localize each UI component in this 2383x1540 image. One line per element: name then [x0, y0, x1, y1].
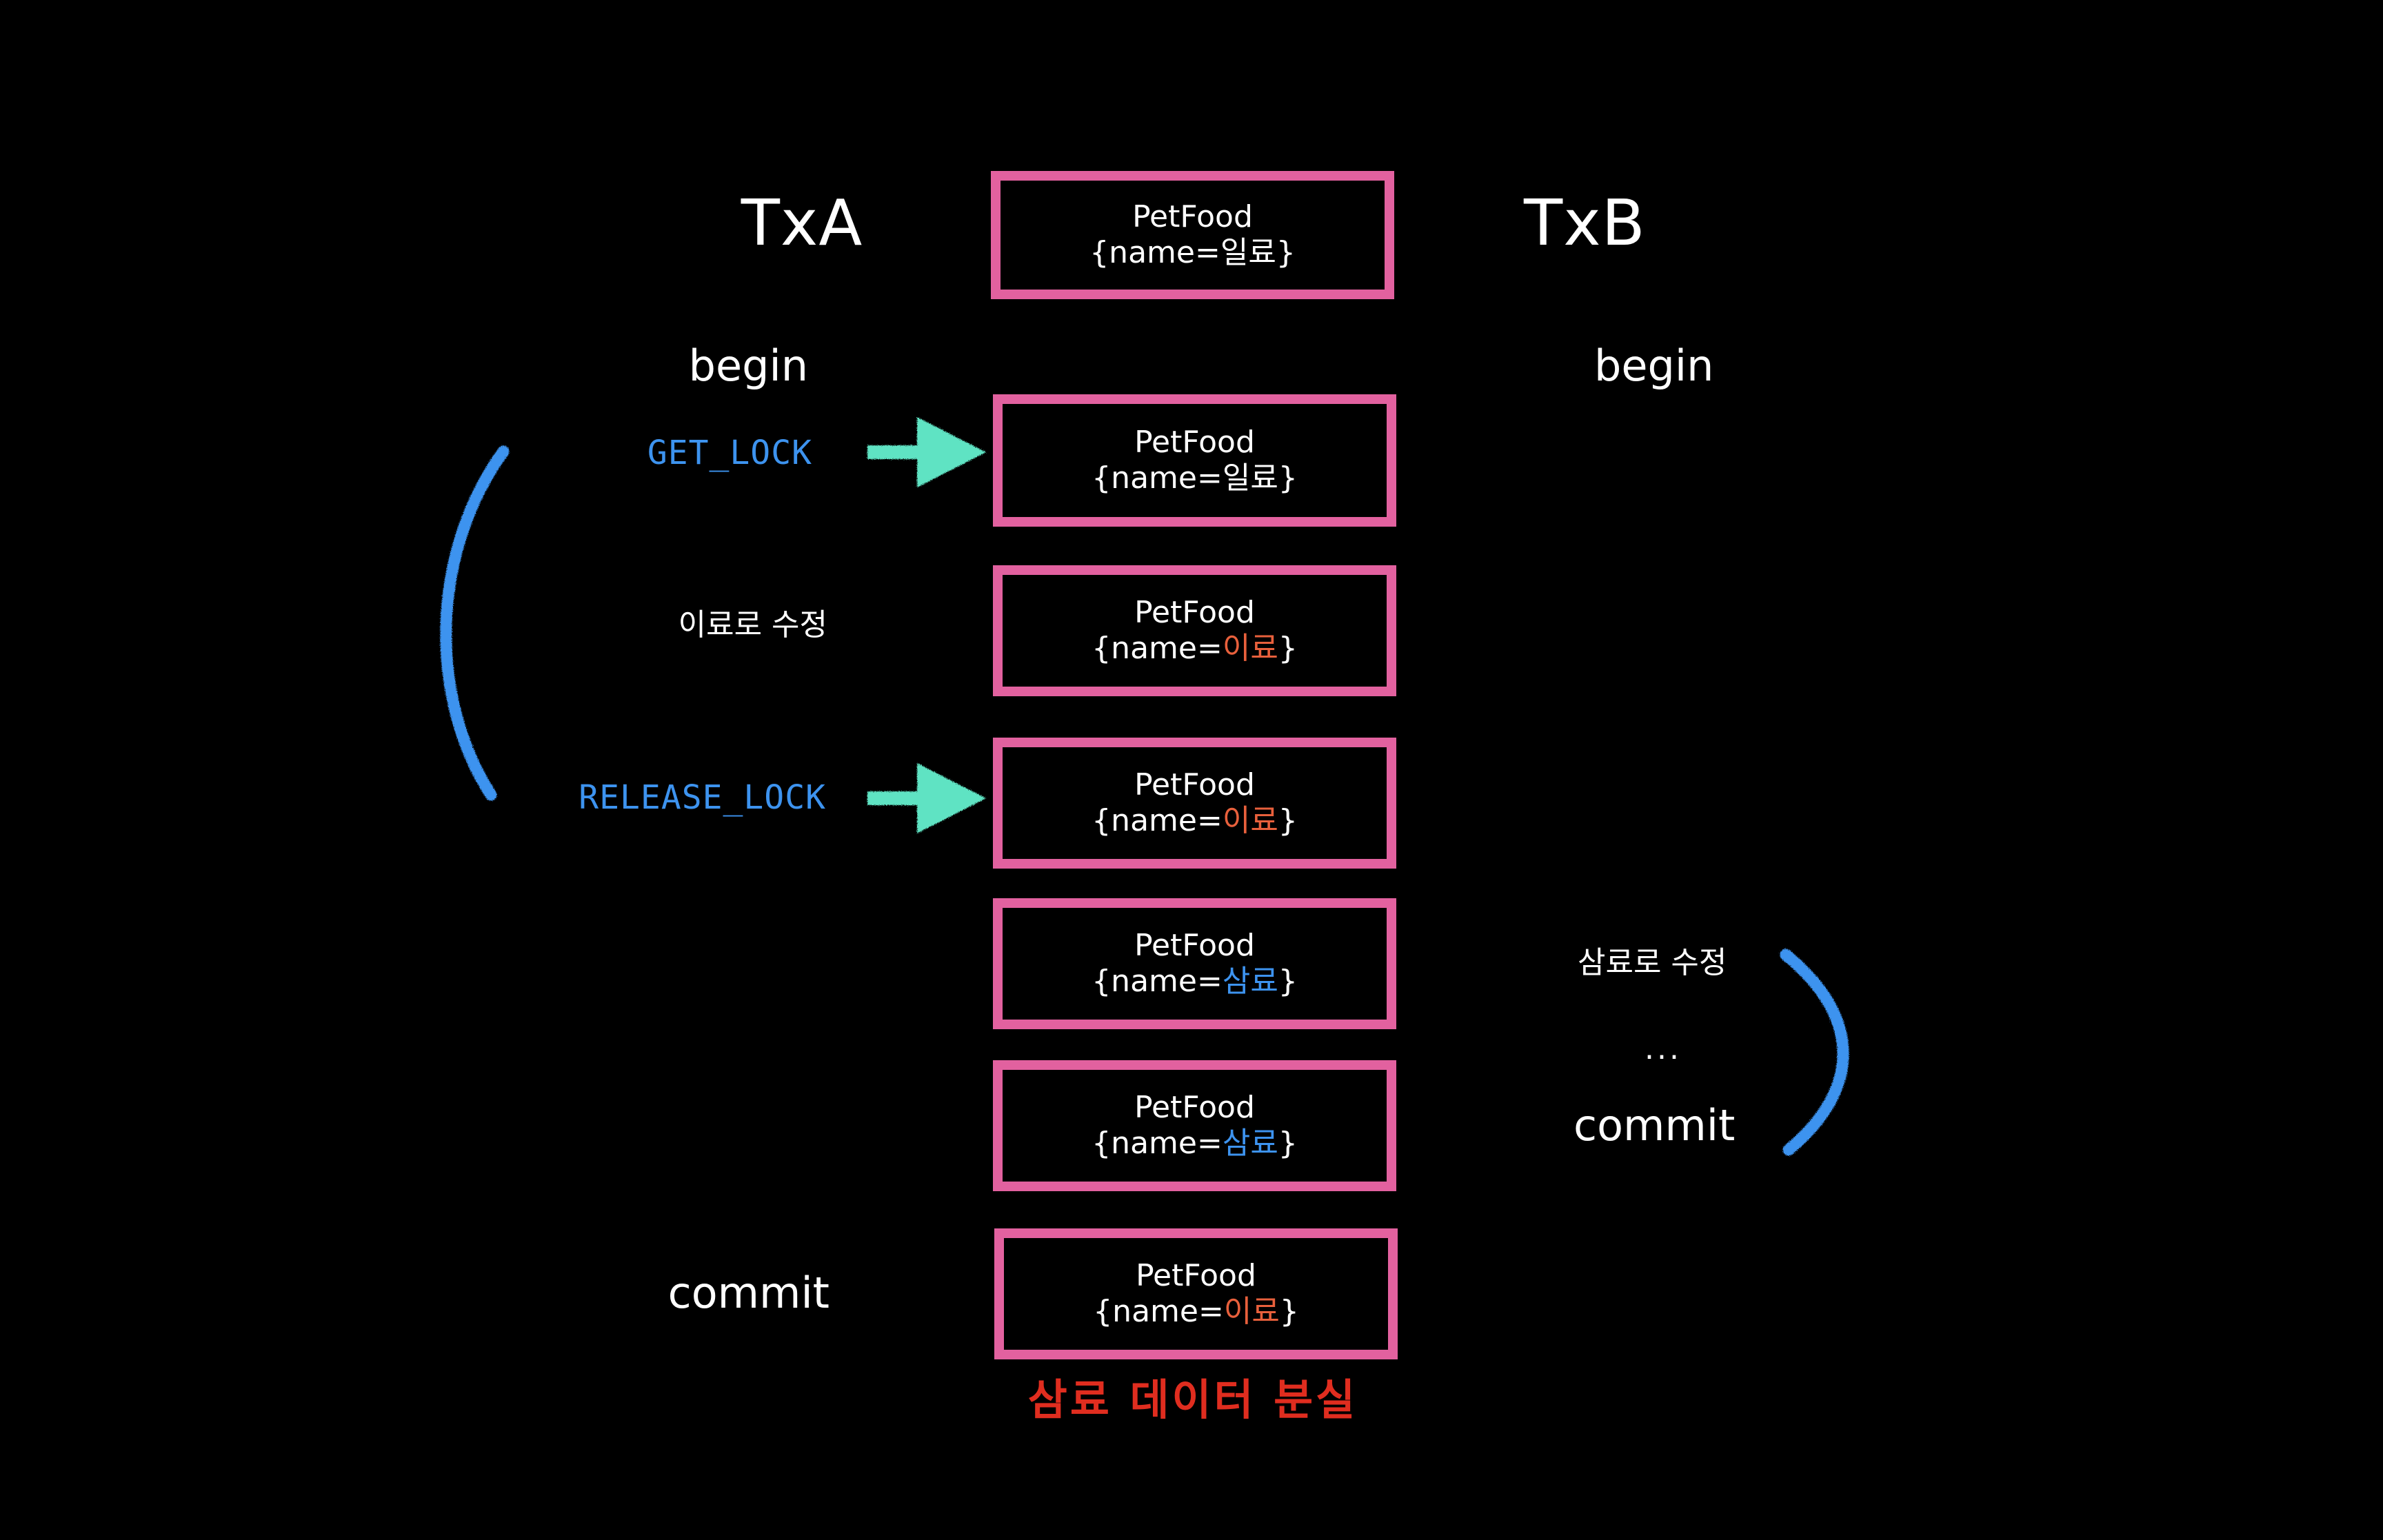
entity-box-1: PetFood {name=일료} — [991, 171, 1394, 299]
entity-box-2: PetFood {name=일료} — [993, 394, 1396, 527]
entity-state: {name=일료} — [1092, 460, 1298, 496]
entity-title: PetFood — [1134, 928, 1255, 964]
entity-title: PetFood — [1134, 767, 1255, 803]
entity-suffix: } — [1278, 803, 1298, 838]
get-lock-label: GET_LOCK — [647, 434, 812, 472]
txa-modify-note: 이료로 수정 — [678, 607, 827, 642]
entity-title: PetFood — [1132, 199, 1253, 235]
entity-suffix: } — [1276, 235, 1296, 270]
entity-suffix: } — [1279, 1294, 1299, 1329]
entity-box-5: PetFood {name=삼료} — [993, 898, 1396, 1029]
entity-state: {name=이료} — [1092, 803, 1298, 839]
lost-update-warning: 삼료 데이터 분실 — [1027, 1375, 1358, 1425]
entity-state: {name=이료} — [1093, 1294, 1299, 1330]
release-lock-arrow — [867, 763, 986, 833]
entity-value: 이료 — [1223, 1294, 1280, 1329]
entity-box-3: PetFood {name=이료} — [993, 565, 1396, 696]
entity-suffix: } — [1278, 1126, 1298, 1161]
entity-value: 일료 — [1220, 235, 1276, 270]
entity-suffix: } — [1278, 631, 1298, 666]
entity-title: PetFood — [1134, 595, 1255, 631]
entity-value: 이료 — [1222, 631, 1278, 666]
entity-value: 삼료 — [1222, 964, 1278, 999]
entity-suffix: } — [1278, 964, 1298, 999]
entity-prefix: {name= — [1089, 235, 1220, 270]
entity-prefix: {name= — [1092, 460, 1223, 496]
entity-prefix: {name= — [1092, 964, 1223, 999]
entity-title: PetFood — [1134, 1090, 1255, 1126]
entity-prefix: {name= — [1092, 631, 1223, 666]
entity-state: {name=이료} — [1092, 631, 1298, 667]
txb-span-arc-right — [1780, 949, 1849, 1156]
txa-begin-label: begin — [688, 341, 808, 391]
entity-box-6: PetFood {name=삼료} — [993, 1060, 1396, 1191]
txb-modify-note: 삼료로 수정 — [1578, 945, 1727, 980]
entity-suffix: } — [1278, 460, 1298, 496]
entity-value: 이료 — [1222, 803, 1278, 838]
entity-state: {name=삼료} — [1092, 964, 1298, 1000]
txb-commit-label: commit — [1573, 1100, 1736, 1151]
lane-title-txa: TxA — [741, 186, 863, 260]
entity-state: {name=일료} — [1089, 235, 1296, 271]
get-lock-arrow — [867, 417, 986, 487]
entity-prefix: {name= — [1092, 803, 1223, 838]
entity-prefix: {name= — [1093, 1294, 1224, 1329]
release-lock-label: RELEASE_LOCK — [579, 778, 826, 817]
lock-span-arc-left — [440, 445, 510, 801]
lane-title-txb: TxB — [1524, 186, 1646, 260]
txa-commit-label: commit — [667, 1268, 829, 1318]
entity-box-7: PetFood {name=이료} — [994, 1228, 1398, 1359]
entity-value: 일료 — [1222, 460, 1278, 496]
txb-begin-label: begin — [1594, 341, 1714, 391]
entity-title: PetFood — [1134, 425, 1255, 460]
entity-state: {name=삼료} — [1092, 1126, 1298, 1162]
entity-box-4: PetFood {name=이료} — [993, 738, 1396, 869]
entity-title: PetFood — [1136, 1258, 1256, 1294]
entity-prefix: {name= — [1092, 1126, 1223, 1161]
entity-value: 삼료 — [1222, 1126, 1278, 1161]
txb-ellipsis: ... — [1645, 1031, 1682, 1066]
